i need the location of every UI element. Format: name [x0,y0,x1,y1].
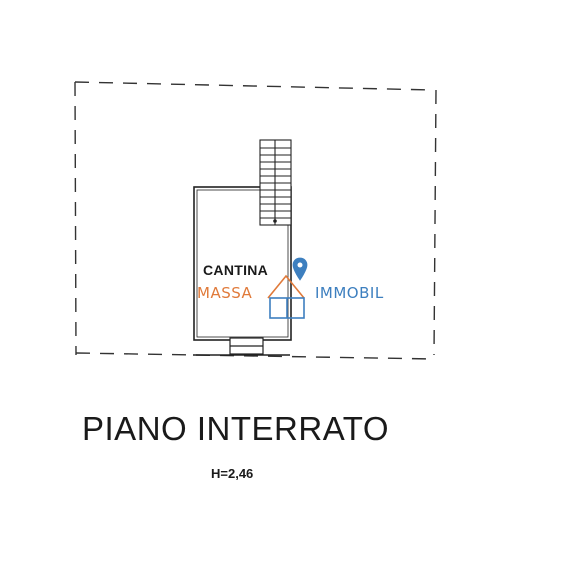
property-boundary [74,81,437,360]
watermark-text-immobil: IMMOBIL [315,284,384,302]
floor-title: PIANO INTERRATO [82,410,389,447]
staircase [259,139,292,226]
house-pin-logo-icon [267,257,308,319]
entrance-step [193,337,290,356]
watermark-text-massa: MASSA [197,284,253,302]
room-label-cantina: CANTINA [203,262,269,278]
stair-arrow-dot [273,219,277,223]
floor-height-label: H=2,46 [211,466,254,481]
